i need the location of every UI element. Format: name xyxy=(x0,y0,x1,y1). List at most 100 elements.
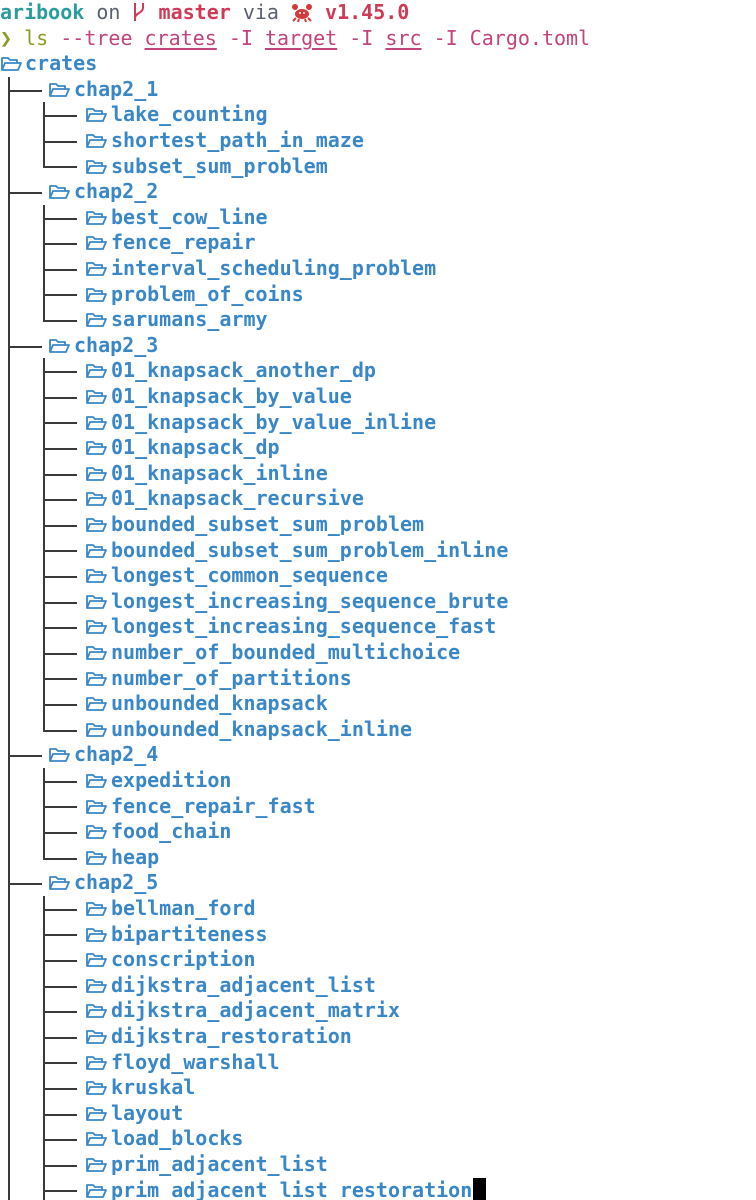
tree-crate-folder[interactable]: heap xyxy=(111,844,160,869)
folder-open-icon xyxy=(86,646,107,660)
folder-open-icon xyxy=(86,287,107,302)
tree-branch-connector xyxy=(43,1036,77,1039)
tree-branch-connector xyxy=(43,268,77,271)
tree-crate-folder[interactable]: longest_increasing_sequence_brute xyxy=(111,588,509,613)
tree-crate-folder[interactable]: unbounded_knapsack xyxy=(111,691,328,716)
folder-open-icon xyxy=(86,1106,107,1121)
tree-crate-folder[interactable]: bounded_subset_sum_problem_inline xyxy=(111,537,509,562)
folder-open-icon xyxy=(86,1030,107,1044)
tree-crate-folder[interactable]: 01_knapsack_recursive xyxy=(111,486,364,511)
tree-vertical-guide xyxy=(43,102,45,168)
tree-crate-folder[interactable]: food_chain xyxy=(111,819,232,844)
command-arg-flag: -I xyxy=(433,25,458,50)
tree-branch-connector xyxy=(43,601,77,604)
folder-open-icon xyxy=(86,1004,107,1019)
folder-open-icon xyxy=(86,518,107,532)
tree-chapter-folder[interactable]: chap2_3 xyxy=(74,332,159,357)
tree-branch-connector xyxy=(43,422,77,425)
folder-open-icon xyxy=(86,671,107,686)
folder-open-icon xyxy=(86,390,107,404)
tree-branch-connector xyxy=(43,140,77,143)
folder-open-icon xyxy=(86,1183,107,1198)
folder-open-icon xyxy=(86,543,107,558)
text-cursor xyxy=(473,1177,487,1200)
tree-root-folder[interactable]: crates xyxy=(25,51,98,76)
prompt-on-word: on xyxy=(96,0,121,24)
command-arg-flag: --tree xyxy=(60,25,133,50)
tree-crate-folder[interactable]: interval_scheduling_problem xyxy=(111,256,437,280)
tree-branch-connector xyxy=(43,294,77,297)
tree-chapter-folder[interactable]: chap2_4 xyxy=(74,742,159,767)
tree-crate-folder[interactable]: dijkstra_restoration xyxy=(111,1024,352,1048)
tree-crate-folder[interactable]: bounded_subset_sum_problem xyxy=(111,512,425,536)
tree-chapter-folder[interactable]: chap2_5 xyxy=(74,870,159,895)
tree-chapter-folder[interactable]: chap2_2 xyxy=(74,179,159,204)
folder-open-icon xyxy=(86,1081,107,1096)
tree-crate-folder[interactable]: prim_adjacent_list_restoration xyxy=(111,1177,487,1200)
folder-open-icon xyxy=(86,799,107,814)
tree-branch-connector xyxy=(43,985,77,988)
folder-open-icon xyxy=(86,236,107,251)
tree-crate-folder[interactable]: number_of_partitions xyxy=(111,665,352,690)
tree-crate-folder[interactable]: best_cow_line xyxy=(111,204,268,229)
command-arg-plain: Cargo.toml xyxy=(469,25,591,50)
tree-crate-folder[interactable]: load_blocks xyxy=(111,1126,244,1151)
tree-crate-folder[interactable]: expedition xyxy=(111,768,232,792)
folder-open-icon xyxy=(86,1132,107,1147)
command-arguments: --tree crates -I target -I src -I Cargo.… xyxy=(60,26,590,50)
folder-open-icon xyxy=(86,159,107,174)
git-branch-name: master xyxy=(158,0,231,24)
command-line[interactable]: ❯ ls --tree crates -I target -I src -I C… xyxy=(0,26,590,52)
tree-branch-connector xyxy=(8,89,42,92)
tree-crate-folder[interactable]: 01_knapsack_inline xyxy=(111,460,328,485)
tree-branch-connector xyxy=(8,192,42,194)
tree-crate-folder[interactable]: fence_repair_fast xyxy=(111,793,316,818)
tree-crate-folder[interactable]: floyd_warshall xyxy=(111,1049,280,1074)
tree-branch-connector xyxy=(43,473,77,476)
folder-open-icon xyxy=(86,927,107,942)
tree-crate-folder[interactable]: layout xyxy=(111,1100,184,1125)
folder-open-icon xyxy=(86,697,107,712)
tree-crate-folder[interactable]: prim_adjacent_list xyxy=(111,1152,328,1176)
tree-branch-connector xyxy=(43,729,77,732)
tree-crate-folder[interactable]: 01_knapsack_another_dp xyxy=(111,358,376,383)
tree-crate-folder[interactable]: problem_of_coins xyxy=(111,281,304,306)
command-arg-path: src xyxy=(385,25,422,50)
command-arg-path: target xyxy=(264,25,338,50)
tree-crate-folder[interactable]: kruskal xyxy=(111,1075,196,1100)
tree-branch-connector xyxy=(43,934,77,937)
tree-crate-folder[interactable]: number_of_bounded_multichoice xyxy=(111,640,461,664)
tree-branch-connector xyxy=(43,217,77,220)
tree-crate-folder[interactable]: 01_knapsack_dp xyxy=(111,435,280,460)
tree-crate-folder[interactable]: dijkstra_adjacent_list xyxy=(111,972,376,997)
tree-branch-connector xyxy=(43,806,77,809)
tree-crate-folder[interactable]: 01_knapsack_by_value xyxy=(111,384,352,408)
folder-open-icon xyxy=(86,466,107,481)
tree-crate-folder[interactable]: dijkstra_adjacent_matrix xyxy=(111,998,400,1023)
tree-crate-folder[interactable]: lake_counting xyxy=(111,102,268,127)
tree-branch-connector xyxy=(8,345,42,348)
tree-crate-folder[interactable]: bipartiteness xyxy=(111,921,268,946)
folder-open-icon xyxy=(86,902,107,916)
tree-crate-folder[interactable]: 01_knapsack_by_value_inline xyxy=(111,409,437,434)
tree-crate-folder[interactable]: longest_increasing_sequence_fast xyxy=(111,614,497,639)
tree-branch-connector xyxy=(43,678,77,681)
folder-open-icon xyxy=(86,774,107,788)
folder-open-icon xyxy=(86,415,107,430)
prompt-via-word: via xyxy=(242,0,279,24)
tree-branch-connector xyxy=(43,627,77,630)
command-name: ls xyxy=(24,25,49,50)
tree-crate-folder[interactable]: bellman_ford xyxy=(111,896,256,920)
tree-crate-folder[interactable]: unbounded_knapsack_inline xyxy=(111,716,413,741)
tree-crate-folder[interactable]: longest_common_sequence xyxy=(111,563,388,588)
tree-crate-folder[interactable]: shortest_path_in_maze xyxy=(111,128,364,152)
tree-crate-folder[interactable]: conscription xyxy=(111,947,256,972)
tree-crate-folder[interactable]: fence_repair xyxy=(111,230,256,255)
prompt-line: aribook on master via v1.45.0 xyxy=(0,0,409,26)
tree-chapter-folder[interactable]: chap2_1 xyxy=(74,76,159,101)
tree-crate-folder[interactable]: subset_sum_problem xyxy=(111,153,328,178)
folder-open-icon xyxy=(86,825,107,840)
tree-branch-connector xyxy=(43,1190,77,1193)
tree-crate-folder[interactable]: sarumans_army xyxy=(111,307,268,332)
